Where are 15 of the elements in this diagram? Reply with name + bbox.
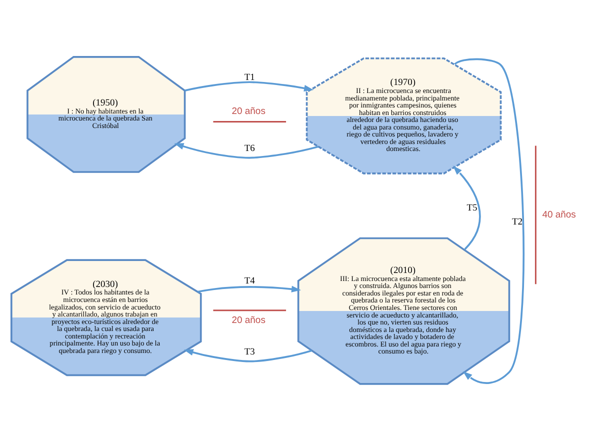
arrow (454, 58, 524, 384)
label: 20 años (232, 106, 266, 117)
edge-label: T6 (244, 144, 255, 154)
edge-label: T3 (244, 346, 255, 357)
edge-label: T2 (512, 216, 522, 227)
arrow (197, 285, 302, 292)
edge-label: T4 (244, 276, 255, 286)
arrow (184, 80, 314, 91)
label: 40 años (542, 208, 576, 220)
label: 20 años (232, 314, 266, 326)
arrow (452, 165, 481, 250)
edge-label: T1 (244, 72, 255, 82)
arrow (174, 142, 319, 158)
arrow (184, 348, 312, 362)
edge-label: T5 (466, 202, 478, 213)
